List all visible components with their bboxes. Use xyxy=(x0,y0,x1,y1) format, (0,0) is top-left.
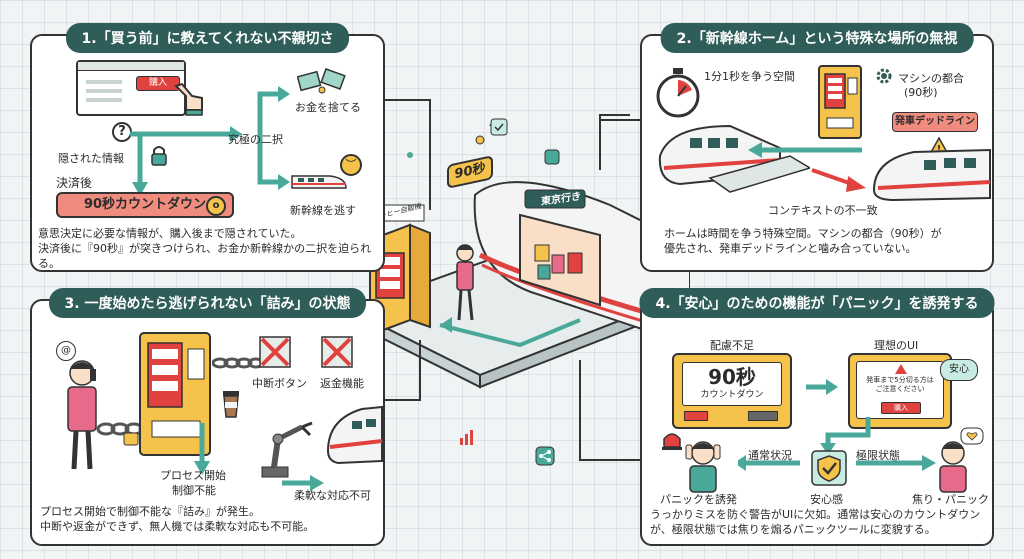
refund-label: 返金機能 xyxy=(320,377,364,390)
panel-1: 1.「買う前」に教えてくれない不親切さ 購入 ? 隠された情報 究極の二択 xyxy=(30,23,385,272)
process-arrows xyxy=(194,423,324,491)
share-icon xyxy=(535,446,555,466)
shocked-face-icon: o xyxy=(206,196,226,216)
no-flex-label: 柔軟な対応不可 xyxy=(294,489,371,502)
browser-bar xyxy=(78,62,184,71)
panel-2-caption-2: 優先され、発車デッドラインと噛み合っていない。 xyxy=(664,242,917,255)
miss-train-label: 新幹線を逃す xyxy=(290,204,356,217)
panel-1-caption-1: 意思決定に必要な情報が、購入後まで隠されていた。 xyxy=(38,227,302,240)
coin-slot xyxy=(684,411,708,421)
stress-icon: @ xyxy=(56,341,76,361)
deadline-badge: 発車デッドライン xyxy=(892,112,978,132)
bar-chart-icon xyxy=(460,430,473,445)
card-slot xyxy=(748,411,778,421)
panel-3: 3. 一度始めたら逃げられない「詰み」の状態 @ xyxy=(30,288,385,546)
panel-4-caption-1: うっかりミスを防ぐ警告がUIに欠如。通常は安心のカウントダウン xyxy=(650,508,981,521)
big-timer-sub: カウントダウン xyxy=(700,390,764,400)
process-start-label: プロセス開始 xyxy=(160,469,226,482)
lose-money-label: お金を捨てる xyxy=(295,101,361,114)
relief-label: 安心感 xyxy=(810,493,843,506)
panel-3-caption-1: プロセス開始で制御不能な『詰み』が発生。 xyxy=(40,505,260,518)
train-icon xyxy=(291,175,347,189)
pause-button-label: 中断ボタン xyxy=(252,377,307,390)
reassure-bubble: 安心 xyxy=(940,359,978,381)
panel-1-title: 1.「買う前」に教えてくれない不親切さ xyxy=(65,23,350,53)
buy-button-label: 購入 xyxy=(148,78,167,88)
after-payment-label: 決済後 xyxy=(56,176,93,190)
refund-disabled-icon xyxy=(321,336,353,368)
countdown-badge: 90秒カウントダウン xyxy=(56,192,234,218)
worried-face-icon: ︶ xyxy=(340,154,362,176)
ideal-display: 発車まで5分切る方は ご注意ください 購入 xyxy=(856,361,944,419)
panel-4-caption-2: が、極限状態では焦りを煽るパニックツールに変貌する。 xyxy=(650,523,936,536)
context-mismatch-label: コンテキストの不一致 xyxy=(768,204,878,217)
browser-line xyxy=(86,80,122,84)
alarm-light-icon xyxy=(662,433,682,450)
ideal-ui-label: 理想のUI xyxy=(874,339,919,352)
countdown-screen: 90秒 カウントダウン xyxy=(672,353,792,429)
ideal-msg-1: 発車まで5分切る方は xyxy=(866,376,934,384)
countdown-display: 90秒 カウントダウン xyxy=(682,362,782,406)
no-control-label: 制御不能 xyxy=(172,484,216,497)
panel-1-caption-2: 決済後に『90秒』が突きつけられ、お金か新幹線かの二択を迫られる。 xyxy=(38,242,372,270)
big-timer: 90秒 xyxy=(708,365,756,389)
ultimate-choice-label: 究極の二択 xyxy=(228,133,283,146)
browser-line xyxy=(86,98,122,102)
browser-line xyxy=(86,89,122,93)
arrow-right-icon xyxy=(806,379,838,395)
countdown-text: 90秒カウントダウン xyxy=(83,197,207,212)
train-platform-illustration xyxy=(658,124,810,193)
panic-label: パニックを誘発 xyxy=(660,493,737,506)
shield-check-icon xyxy=(811,450,847,486)
heart-bubble-icon xyxy=(960,427,984,445)
train-departing-icon xyxy=(326,405,383,465)
panel-2-title: 2.「新幹線ホーム」という特殊な場所の無視 xyxy=(660,23,974,53)
normal-label: 通常状況 xyxy=(748,449,792,462)
coffee-cup-icon xyxy=(223,391,239,418)
pause-disabled-icon xyxy=(259,336,291,368)
machine-reason-sub-label: (90秒) xyxy=(904,86,938,99)
stopwatch-icon xyxy=(656,68,700,118)
lack-care-label: 配慮不足 xyxy=(710,339,754,352)
anxious-person-icon xyxy=(939,441,967,493)
panel-3-title: 3. 一度始めたら逃げられない「詰み」の状態 xyxy=(48,288,367,318)
warning-triangle-icon xyxy=(895,364,907,374)
panel-4: 4.「安心」のための機能が「パニック」を誘発する 配慮不足 90秒 カウントダウ… xyxy=(639,288,995,546)
panel-2: 2.「新幹線ホーム」という特殊な場所の無視 1分1秒を争う空間 マシンの都合 (… xyxy=(640,23,994,272)
panicked-person-icon xyxy=(685,441,721,493)
machine-reason-label: マシンの都合 xyxy=(898,72,964,85)
train-right-icon xyxy=(872,148,991,202)
pointing-hand-icon xyxy=(174,82,203,116)
gear-icon xyxy=(876,68,892,84)
mismatch-arrows xyxy=(748,142,866,192)
robot-arm-icon xyxy=(261,421,313,478)
branch-arrows xyxy=(130,86,290,196)
buy-button[interactable]: 購入 xyxy=(136,76,180,91)
ideal-buy-button[interactable]: 購入 xyxy=(881,402,921,414)
hidden-info-label: 隠された情報 xyxy=(58,152,124,165)
reassure-text: 安心 xyxy=(949,364,969,375)
money-icon xyxy=(297,68,346,94)
impatience-label: 焦り・パニック xyxy=(912,493,989,506)
race-space-label: 1分1秒を争う空間 xyxy=(704,70,795,83)
worried-person-icon xyxy=(67,360,97,470)
ideal-screen: 発車まで5分切る方は ご注意ください 購入 xyxy=(848,353,952,429)
sparkle-icon xyxy=(490,118,508,136)
panel-3-caption-2: 中断や返金ができず、無人機では柔軟な対応も不可能。 xyxy=(40,520,315,533)
panel-4-title: 4.「安心」のための機能が「パニック」を誘発する xyxy=(639,288,995,318)
panel-2-caption-1: ホームは時間を争う特殊空間。マシンの都合（90秒）が xyxy=(664,227,942,240)
svg-text:!: ! xyxy=(937,144,942,155)
ideal-buy-label: 購入 xyxy=(894,404,908,412)
ideal-msg-2: ご注意ください xyxy=(875,385,925,393)
flow-arrows xyxy=(738,417,936,471)
lock-icon xyxy=(151,146,167,166)
extreme-label: 極限状態 xyxy=(856,449,900,462)
deadline-text: 発車デッドライン xyxy=(895,116,975,127)
vending-machine-icon xyxy=(818,65,862,139)
browser-window: 購入 xyxy=(76,60,186,116)
locked-vending-machine xyxy=(139,332,211,456)
